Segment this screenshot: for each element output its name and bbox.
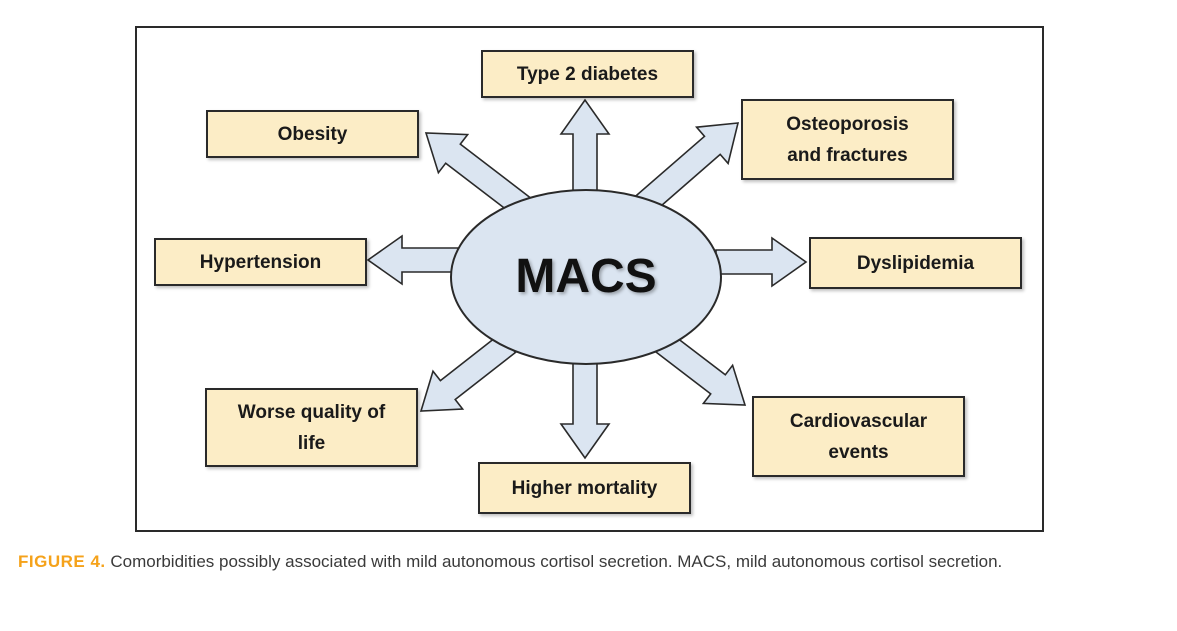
arrow-type2-diabetes bbox=[559, 98, 611, 198]
node-type2-diabetes: Type 2 diabetes bbox=[481, 50, 694, 98]
arrow-dyslipidemia bbox=[715, 236, 808, 288]
caption-label: FIGURE 4. bbox=[18, 552, 106, 571]
arrows-group bbox=[366, 98, 808, 460]
node-quality-of-life-line1: Worse quality of bbox=[237, 401, 386, 423]
node-cardiovascular-line1: Cardiovascular bbox=[789, 410, 928, 432]
node-cardiovascular: Cardiovascular events bbox=[752, 396, 965, 477]
node-hypertension-label: Hypertension bbox=[199, 251, 322, 273]
node-osteoporosis: Osteoporosis and fractures bbox=[741, 99, 954, 180]
figure-caption: FIGURE 4. Comorbidities possibly associa… bbox=[18, 548, 1158, 575]
node-obesity-label: Obesity bbox=[277, 123, 348, 145]
arrow-osteoporosis bbox=[628, 122, 740, 221]
node-dyslipidemia-label: Dyslipidemia bbox=[856, 252, 975, 274]
node-quality-of-life: Worse quality of life bbox=[205, 388, 418, 467]
node-dyslipidemia: Dyslipidemia bbox=[809, 237, 1022, 289]
node-higher-mortality: Higher mortality bbox=[478, 462, 691, 514]
arrow-higher-mortality bbox=[559, 361, 611, 460]
arrow-quality-of-life bbox=[419, 332, 517, 412]
node-cardiovascular-line2: events bbox=[828, 441, 889, 463]
arrow-hypertension bbox=[366, 234, 459, 286]
node-higher-mortality-label: Higher mortality bbox=[511, 477, 658, 499]
center-ellipse bbox=[450, 189, 722, 365]
node-osteoporosis-line1: Osteoporosis bbox=[786, 113, 909, 135]
node-quality-of-life-line2: life bbox=[297, 432, 326, 454]
node-obesity: Obesity bbox=[206, 110, 419, 158]
node-osteoporosis-line2: and fractures bbox=[787, 144, 908, 166]
caption-text: Comorbidities possibly associated with m… bbox=[105, 552, 1003, 571]
node-hypertension: Hypertension bbox=[154, 238, 367, 286]
node-type2-diabetes-label: Type 2 diabetes bbox=[516, 63, 659, 85]
